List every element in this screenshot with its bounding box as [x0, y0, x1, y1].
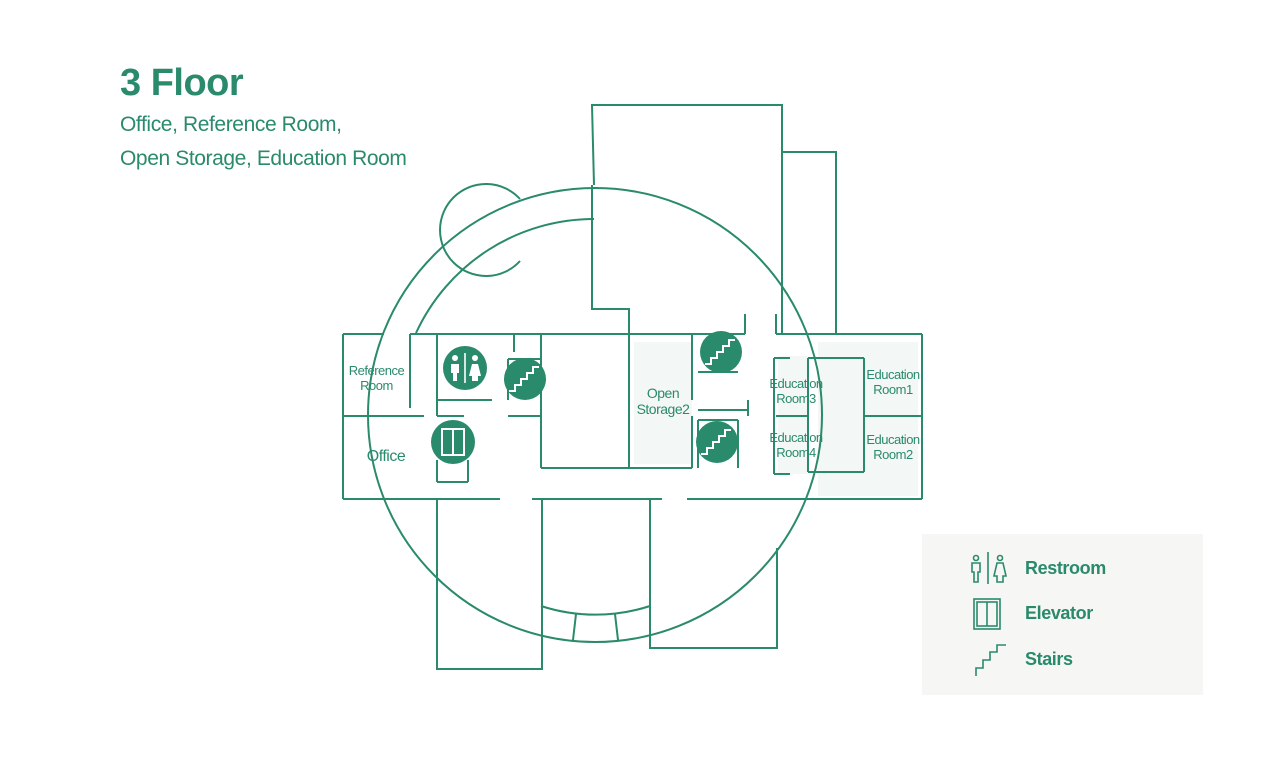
stairs-icon [975, 644, 1006, 676]
elevator-marker[interactable] [431, 420, 475, 464]
legend-label-restroom: Restroom [1025, 558, 1106, 578]
legend-item-stairs: Stairs [922, 640, 1203, 680]
restroom-icon [971, 552, 1008, 584]
floor-plan-walls [342, 104, 923, 670]
page-subtitle-line1: Office, Reference Room, [120, 113, 342, 136]
stairs-marker-3[interactable] [696, 421, 738, 463]
page-subtitle-line2: Open Storage, Education Room [120, 147, 407, 170]
room-label-education-room4[interactable]: Education Room4 [769, 430, 823, 460]
stairs-marker-2[interactable] [700, 331, 742, 373]
room-label-open-storage2[interactable]: Open Storage2 [636, 385, 690, 418]
room-label-reference-room[interactable]: Reference Room [348, 363, 405, 393]
legend-item-restroom: Restroom [922, 549, 1203, 589]
legend-label-elevator: Elevator [1025, 603, 1093, 623]
room-fills [634, 342, 918, 496]
restroom-marker[interactable] [443, 346, 487, 390]
legend-label-stairs: Stairs [1025, 649, 1073, 669]
room-label-education-room2[interactable]: Education Room2 [866, 432, 920, 462]
elevator-icon [973, 598, 1001, 630]
legend-item-elevator: Elevator [922, 594, 1203, 634]
room-label-office[interactable]: Office [366, 448, 406, 465]
map-legend: Restroom Elevator Stairs [922, 534, 1203, 695]
small-tower [439, 183, 521, 277]
room-label-education-room3[interactable]: Education Room3 [769, 376, 823, 406]
stairs-marker-1[interactable] [504, 358, 546, 400]
room-label-education-room1[interactable]: Education Room1 [866, 367, 920, 397]
page-title: 3 Floor [120, 62, 244, 104]
